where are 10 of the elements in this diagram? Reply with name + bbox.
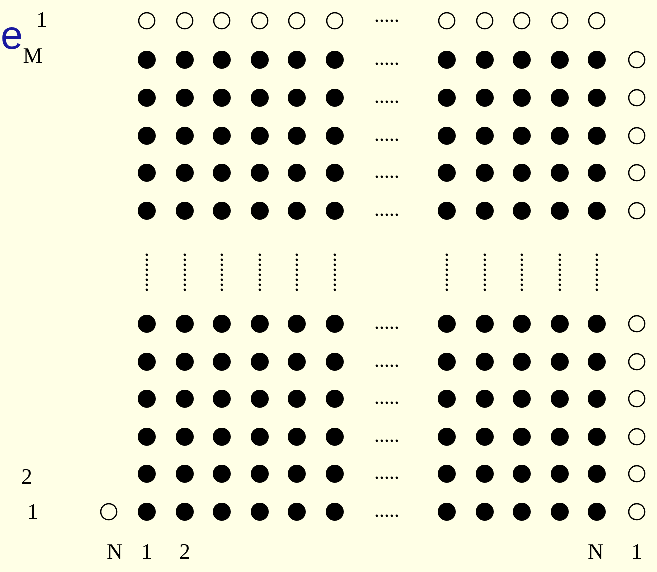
- symbol-label: e: [0, 16, 24, 56]
- index-label: 2: [22, 466, 32, 488]
- index-label: M: [23, 45, 43, 67]
- index-label: 1: [36, 9, 48, 31]
- index-label: 1: [632, 541, 642, 563]
- index-label: 1: [28, 501, 38, 523]
- index-label: N: [107, 541, 123, 563]
- index-label: N: [588, 541, 604, 563]
- index-label: 2: [180, 541, 190, 563]
- index-label: 1: [142, 541, 152, 563]
